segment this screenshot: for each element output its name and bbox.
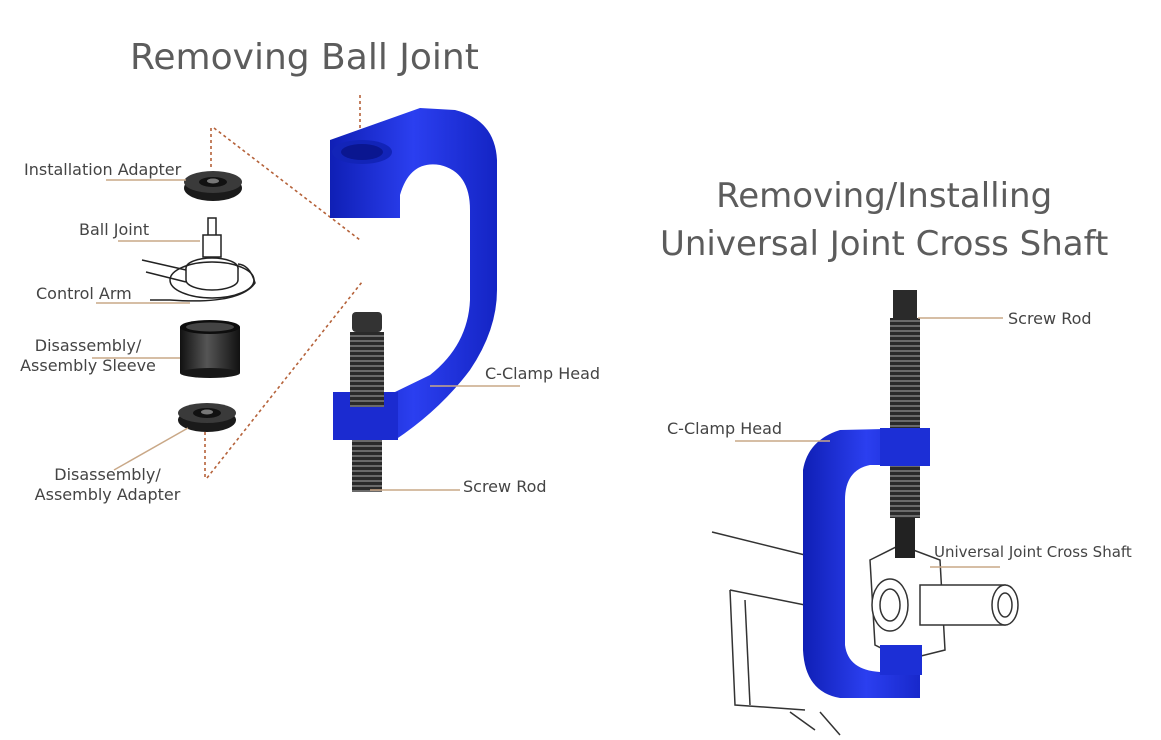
universal-joint-part xyxy=(869,544,1019,661)
label-adapter-line2: Assembly Adapter xyxy=(34,485,181,504)
right-leader-lines xyxy=(735,317,1003,568)
label-adapter-line1: Disassembly/ xyxy=(54,465,161,484)
sleeve-part xyxy=(180,320,240,378)
label-ball-joint: Ball Joint xyxy=(79,220,150,239)
label-left-screw-rod: Screw Rod xyxy=(463,477,547,496)
label-left-c-clamp-head: C-Clamp Head xyxy=(485,364,601,383)
label-adapter: Disassembly/ Assembly Adapter xyxy=(30,465,185,505)
right-panel-title: Removing/Installing Universal Joint Cros… xyxy=(660,172,1108,268)
label-right-c-clamp-head: C-Clamp Head xyxy=(667,419,783,438)
right-title-line2: Universal Joint Cross Shaft xyxy=(660,224,1109,264)
label-control-arm: Control Arm xyxy=(36,284,132,303)
right-c-clamp xyxy=(803,290,930,698)
label-installation-adapter: Installation Adapter xyxy=(24,160,182,179)
label-sleeve: Disassembly/ Assembly Sleeve xyxy=(18,336,158,376)
vise-block-outline xyxy=(711,531,841,736)
left-panel-title: Removing Ball Joint xyxy=(130,37,479,78)
installation-adapter-part xyxy=(184,171,242,201)
ball-joint-part xyxy=(141,217,256,302)
label-sleeve-line1: Disassembly/ xyxy=(34,336,142,355)
label-universal-joint-cross-shaft: Universal Joint Cross Shaft xyxy=(934,543,1132,561)
label-sleeve-line2: Assembly Sleeve xyxy=(20,356,156,375)
disassembly-adapter-part xyxy=(178,403,236,432)
left-leader-lines xyxy=(92,179,520,491)
label-right-screw-rod: Screw Rod xyxy=(1008,309,1092,328)
right-title-line1: Removing/Installing xyxy=(716,176,1053,216)
left-c-clamp xyxy=(330,108,497,492)
